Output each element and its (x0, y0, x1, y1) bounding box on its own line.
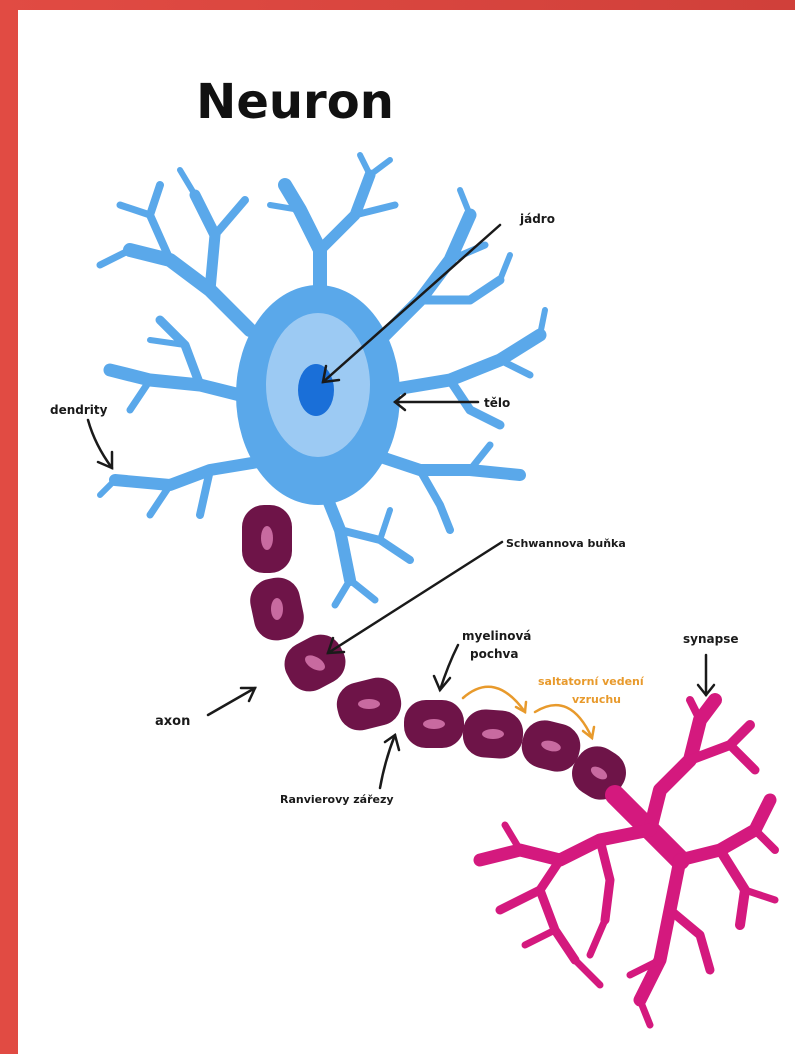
myelin-segment (242, 505, 292, 573)
label-nucleus: jádro (519, 212, 555, 226)
myelin-segment (461, 708, 524, 760)
myelin-segment (404, 700, 464, 748)
label-axon: axon (155, 714, 190, 729)
myelin-segment (332, 673, 406, 735)
label-myelin-2: pochva (470, 647, 518, 661)
myelin-segment (246, 573, 308, 644)
label-cell-body: tělo (484, 396, 510, 410)
diagram-title: Neuron (196, 74, 394, 130)
myelin-sheath (242, 505, 634, 808)
label-saltatory-2: vzruchu (572, 693, 621, 706)
label-saltatory-1: saltatorní vedení (538, 675, 645, 688)
label-synapse: synapse (683, 632, 738, 646)
label-myelin-1: myelinová (462, 629, 531, 643)
nucleus (298, 364, 334, 416)
label-schwann-cell: Schwannova buňka (506, 537, 626, 550)
label-ranvier-nodes: Ranvierovy zářezy (280, 793, 394, 806)
label-dendrites: dendrity (50, 403, 108, 417)
